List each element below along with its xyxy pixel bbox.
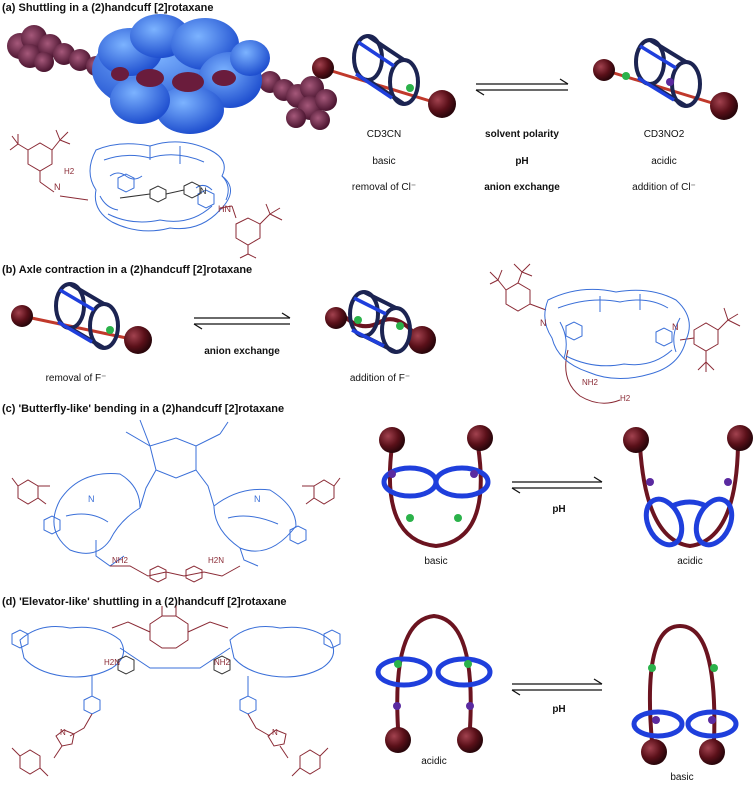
structure-b (489, 263, 741, 404)
cartoon-d-left (375, 613, 493, 753)
structure-b-label: H2 (620, 394, 631, 403)
condition-d-right: basic (670, 772, 694, 783)
stimulus-d: pH (552, 704, 566, 715)
cartoon-c-left (379, 425, 493, 549)
panel-b-title: (b) Axle contraction in a (2)handcuff [2… (2, 264, 253, 276)
condition-left-ph: basic (372, 156, 396, 167)
structure-c (11, 419, 341, 583)
structure-d-label: NH2 (214, 658, 231, 667)
structure-d-label: H2N (104, 658, 121, 667)
structure-d-label: N (60, 728, 66, 737)
spacefill-model (7, 14, 337, 134)
stimulus-ph: pH (515, 156, 529, 167)
cartoon-b-right (325, 290, 436, 354)
stimulus-b: anion exchange (204, 346, 280, 357)
structure-b-label: N (540, 318, 547, 328)
equilibrium-arrows-a (475, 78, 569, 96)
structure-a-label: HN (218, 204, 231, 214)
structure-c-label: N (254, 494, 261, 504)
cartoon-c-right (623, 425, 753, 549)
structure-c-label: N (88, 494, 95, 504)
structure-d (11, 606, 341, 777)
structure-a (9, 129, 283, 259)
structure-b-label: NH2 (582, 378, 599, 387)
condition-c-left: basic (424, 556, 448, 567)
cartoon-d-right (631, 623, 739, 765)
condition-right-ph: acidic (651, 156, 677, 167)
stimulus-anion: anion exchange (484, 182, 560, 193)
panel-d-title: (d) 'Elevator-like' shuttling in a (2)ha… (2, 596, 287, 608)
condition-left-anion: removal of Cl⁻ (351, 182, 417, 193)
structure-a-label: N (200, 186, 207, 196)
condition-right-anion: addition of Cl⁻ (632, 182, 696, 193)
structure-a-label: N (54, 182, 61, 192)
condition-c-right: acidic (677, 556, 703, 567)
structure-b-label: N (672, 322, 679, 332)
cartoon-a-right (593, 38, 738, 120)
stimulus-solvent: solvent polarity (485, 129, 559, 140)
condition-b-left: removal of F⁻ (45, 373, 107, 384)
cartoon-b-left (11, 282, 152, 354)
condition-d-left: acidic (421, 756, 447, 767)
equilibrium-arrows-d (511, 678, 603, 696)
structure-a-label: H2 (64, 167, 75, 176)
condition-left-solvent: CD3CN (366, 129, 402, 140)
condition-b-right: addition of F⁻ (349, 373, 411, 384)
condition-right-solvent: CD3NO2 (643, 129, 685, 140)
cartoon-a-left (312, 34, 456, 118)
structure-d-label: N (272, 728, 278, 737)
equilibrium-arrows-b (193, 312, 291, 330)
structure-c-label: NH2 (112, 556, 129, 565)
equilibrium-arrows-c (511, 476, 603, 494)
stimulus-c: pH (552, 504, 566, 515)
panel-a-title: (a) Shuttling in a (2)handcuff [2]rotaxa… (2, 2, 214, 14)
structure-c-label: H2N (208, 556, 225, 565)
panel-c-title: (c) 'Butterfly-like' bending in a (2)han… (2, 403, 285, 415)
